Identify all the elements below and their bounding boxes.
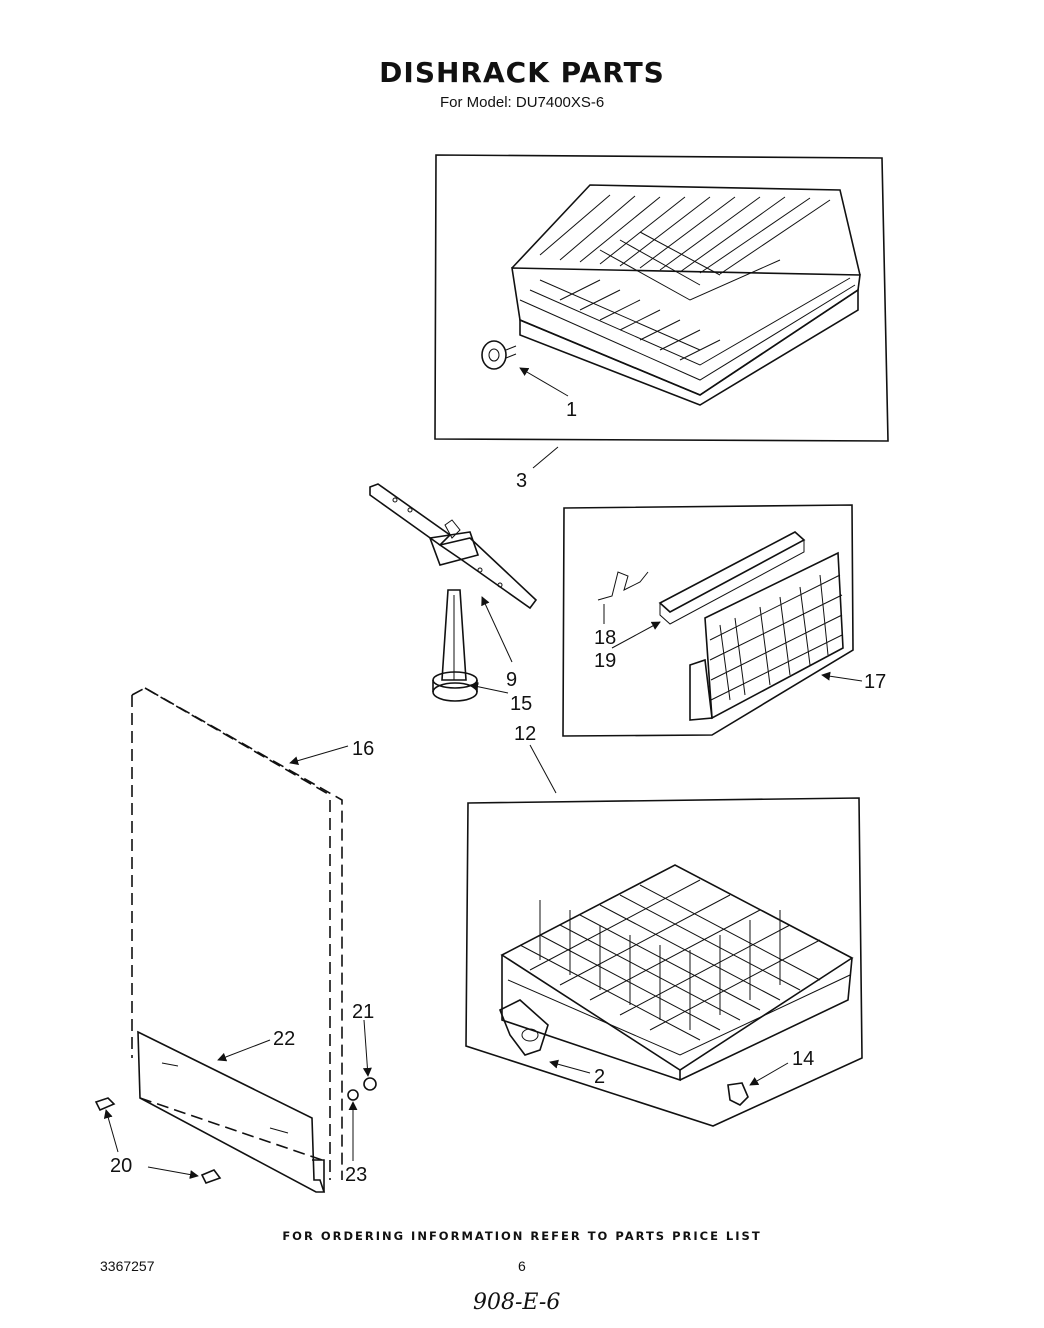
upper-rack-group-box	[434, 154, 889, 442]
leader-lines	[103, 367, 863, 1179]
callout-19: 19	[594, 650, 616, 672]
ordering-info-note: FOR ORDERING INFORMATION REFER TO PARTS …	[282, 1229, 762, 1243]
callout-22: 22	[273, 1028, 295, 1050]
callout-20: 20	[110, 1155, 132, 1177]
part-14-rack-stop	[727, 1082, 749, 1106]
document-number: 3367257	[100, 1258, 155, 1274]
part-18-clip	[597, 571, 649, 601]
upper-dishrack-illustration	[511, 184, 861, 406]
part-21-nut	[363, 1077, 377, 1091]
callout-3: 3	[516, 470, 527, 492]
callout-9: 9	[506, 669, 517, 691]
part-20-screws	[94, 1097, 222, 1184]
part-15-spray-arm-support	[432, 589, 478, 702]
page-title: DISHRACK PARTS	[379, 56, 665, 89]
handwritten-note: 908-E-6	[473, 1290, 561, 1315]
part-1-rack-roller	[481, 340, 517, 370]
part-16-door-panel	[131, 687, 343, 1180]
part-2-lower-rack-roller	[498, 999, 549, 1056]
part-17-filter-screen	[689, 551, 844, 721]
callout-16: 16	[352, 738, 374, 760]
callout-15: 15	[510, 693, 532, 715]
part-23-washer	[347, 1089, 359, 1101]
callout-18: 18	[594, 627, 616, 649]
page-number: 6	[518, 1258, 526, 1274]
lower-rack-group-box	[465, 797, 863, 1127]
callout-1: 1	[566, 399, 577, 421]
callout-17: 17	[864, 671, 886, 693]
part-19-filter-bar	[658, 531, 806, 625]
callout-21: 21	[352, 1001, 374, 1023]
part-9-spray-arm	[369, 483, 538, 610]
callout-2: 2	[594, 1066, 605, 1088]
part-22-access-panel	[137, 1030, 326, 1193]
model-subtitle: For Model: DU7400XS-6	[440, 94, 605, 111]
callout-23: 23	[345, 1164, 367, 1186]
callout-12: 12	[514, 723, 536, 745]
filter-group-box	[562, 504, 854, 737]
lower-dishrack-illustration	[500, 864, 854, 1082]
callout-14: 14	[792, 1048, 814, 1070]
